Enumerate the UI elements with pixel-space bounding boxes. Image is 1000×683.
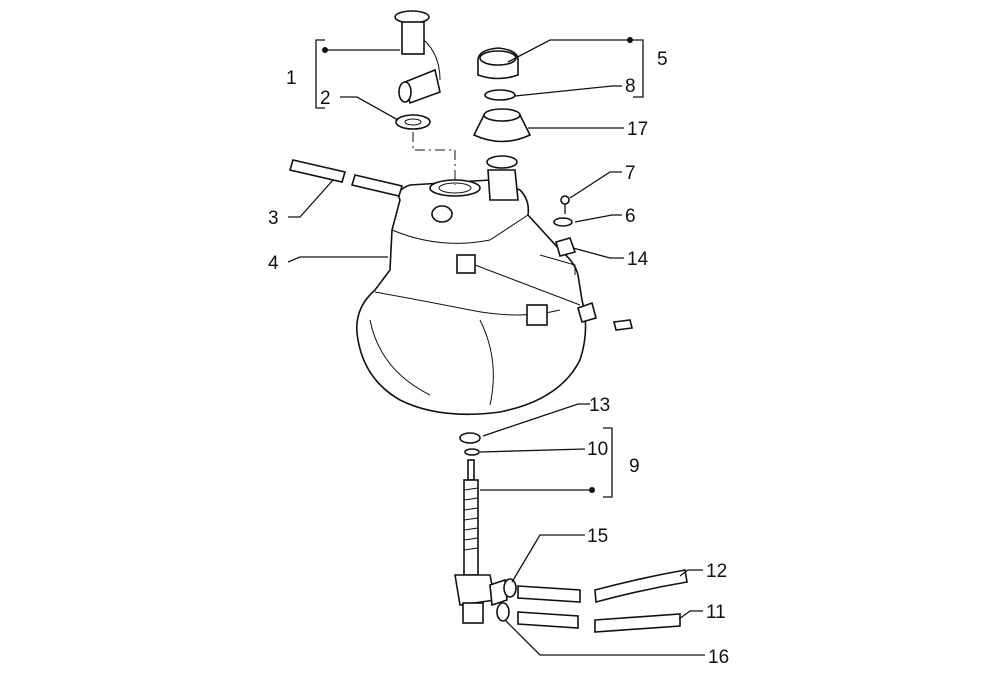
gasket-ring — [395, 114, 431, 130]
callout-16: 16 — [708, 647, 729, 668]
assembly-axis — [412, 132, 456, 185]
callout-11: 11 — [706, 602, 726, 623]
fasteners — [474, 195, 633, 331]
fuel-cap — [477, 47, 519, 80]
fuel-hoses — [517, 569, 688, 633]
callout-7: 7 — [625, 163, 636, 184]
callout-3: 3 — [268, 208, 279, 229]
bracket-9 — [603, 427, 613, 498]
callout-8: 8 — [625, 76, 636, 97]
gasket-ring-hole — [404, 118, 422, 126]
fuel-tank — [356, 155, 587, 416]
filler-neck — [472, 108, 532, 143]
bracket-5 — [633, 39, 644, 98]
callout-4: 4 — [268, 253, 279, 274]
callout-2: 2 — [320, 88, 331, 109]
callout-15: 15 — [587, 526, 608, 547]
bracket-1 — [315, 39, 325, 109]
fuel-tap — [454, 432, 517, 624]
cap-seal — [484, 89, 516, 101]
callout-6: 6 — [625, 206, 636, 227]
callout-12: 12 — [706, 561, 727, 582]
callout-1: 1 — [286, 68, 297, 89]
callout-9: 9 — [629, 456, 640, 477]
leader-lines — [287, 37, 705, 656]
fuel-gauge-sender — [394, 10, 441, 105]
callout-5: 5 — [657, 49, 668, 70]
callout-10: 10 — [587, 439, 608, 460]
callout-14: 14 — [627, 249, 649, 270]
callout-13: 13 — [589, 395, 610, 416]
breather-hose — [288, 159, 404, 197]
callout-17: 17 — [627, 119, 648, 140]
